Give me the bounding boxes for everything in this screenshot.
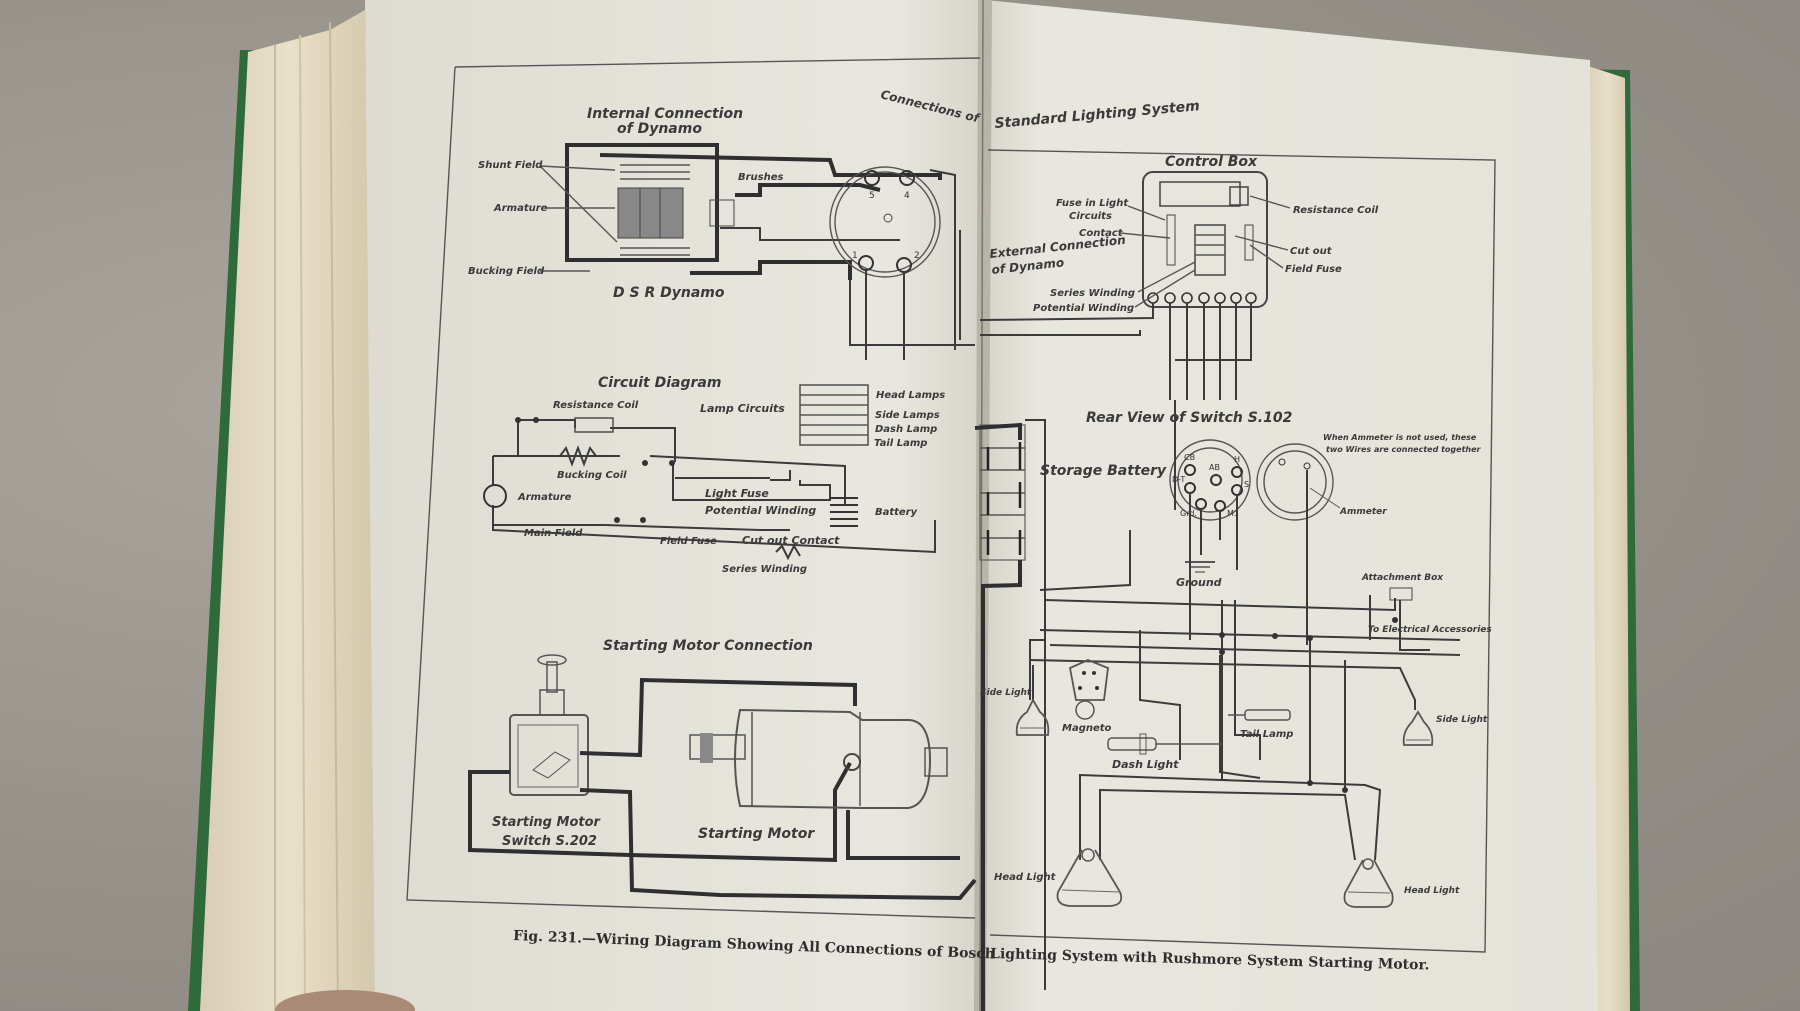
ammeter-label: Ammeter (1339, 507, 1387, 517)
ammeter-note-1: When Ammeter is not used, these (1323, 433, 1477, 442)
terminal-5 (864, 170, 880, 186)
term-num-1: 1 (852, 251, 858, 261)
dynamo-name: D S R Dynamo (613, 285, 725, 301)
term-num-4: 4 (904, 191, 910, 201)
label-armature: Armature (493, 203, 548, 214)
motor-label: Starting Motor (698, 826, 815, 842)
sw-term-h: H (1234, 455, 1240, 464)
circuit-diagram: Circuit Diagram Resistance Coil Lamp Cir… (483, 375, 945, 575)
cb-label-cut-out: Cut out (1290, 246, 1333, 257)
switch-diagram: Rear View of Switch S.102 Storage Batter… (1040, 400, 1492, 640)
side-light-left-symbol (1015, 698, 1050, 736)
head-light-left-symbol (1056, 848, 1123, 907)
cb-label-series-winding: Series Winding (1050, 288, 1135, 299)
cb-label-potential-winding: Potential Winding (1033, 303, 1134, 314)
magneto-label: Magneto (1062, 723, 1112, 734)
storage-battery-label: Storage Battery (1040, 463, 1167, 479)
head-light-left-label: Head Light (994, 872, 1057, 883)
label-shunt-field: Shunt Field (478, 160, 543, 171)
left-diagram-frame (406, 57, 981, 919)
dash-light-label: Dash Light (1112, 758, 1179, 771)
label-bucking-coil: Bucking Coil (557, 470, 627, 481)
accessories-label: To Electrical Accessories (1368, 625, 1492, 635)
head-light-right-label: Head Light (1404, 886, 1460, 896)
label-potential-winding: Potential Winding (705, 504, 816, 517)
dynamo-diagram: Internal Connection of Dynamo Shunt Fiel… (468, 106, 1126, 360)
right-page-edges (1585, 65, 1630, 1011)
side-light-right-symbol (1402, 710, 1434, 746)
battery-symbol (830, 497, 858, 527)
magneto-symbol (1068, 659, 1109, 720)
term-num-5: 5 (869, 191, 875, 201)
lamp-wiring (1029, 530, 1461, 861)
lamp-tail: Tail Lamp (874, 438, 927, 449)
label-light-fuse: Light Fuse (705, 487, 769, 500)
cb-label-fuse-2: Circuits (1069, 211, 1112, 222)
attachment-box-label: Attachment Box (1361, 573, 1444, 583)
head-light-right-symbol (1343, 858, 1394, 908)
cb-label-contact: Contact (1079, 228, 1124, 239)
sw-term-ab: AB (1209, 463, 1220, 472)
cb-label-field-fuse: Field Fuse (1285, 264, 1342, 275)
gutter (974, 0, 992, 1011)
terminal-4 (899, 170, 915, 186)
label-brushes: Brushes (738, 172, 784, 183)
lamp-dash: Dash Lamp (875, 424, 937, 435)
tail-lamp-label: Tail Lamp (1240, 729, 1293, 740)
cb-label-resistance: Resistance Coil (1293, 205, 1379, 216)
starting-title: Starting Motor Connection (603, 638, 813, 654)
thumb (275, 990, 415, 1011)
label-battery: Battery (875, 507, 918, 518)
label-lamp-circuits: Lamp Circuits (700, 402, 785, 415)
switch-label-2: Switch S.202 (502, 834, 597, 849)
lamp-head: Head Lamps (876, 390, 945, 401)
circuit-title: Circuit Diagram (598, 375, 721, 391)
dynamo-title-1: Internal Connection (587, 106, 743, 122)
tail-lamp-symbol (1228, 709, 1291, 721)
right-page (978, 0, 1598, 1011)
control-box-terminals (1147, 292, 1257, 304)
left-page-edges (200, 10, 380, 1011)
left-page (365, 0, 985, 1011)
lamp-side: Side Lamps (875, 410, 940, 421)
label-series-winding-circuit: Series Winding (722, 564, 807, 575)
sw-term-cb: CB (1184, 453, 1195, 462)
storage-battery-bank (974, 419, 1046, 1011)
control-box-title: Control Box (1165, 154, 1258, 170)
label-cut-out-contact: Cut out Contact (742, 534, 840, 547)
ammeter (1256, 443, 1334, 521)
label-main-field: Main Field (524, 528, 583, 539)
side-light-right-label: Side Light (1436, 715, 1488, 725)
term-num-2: 2 (914, 251, 920, 261)
dynamo-title-2: of Dynamo (617, 121, 702, 137)
label-armature-circuit: Armature (517, 492, 572, 503)
switch-title: Rear View of Switch S.102 (1086, 410, 1292, 426)
sw-term-m: M. (1227, 509, 1236, 518)
control-box-diagram: Control Box Fuse in Light Circuits Conta… (979, 154, 1379, 400)
label-resistance-coil: Resistance Coil (553, 400, 639, 411)
sw-term-grd: Grd. (1180, 509, 1197, 518)
right-diagram-frame (987, 149, 1496, 953)
label-field-fuse: Field Fuse (660, 536, 717, 547)
sw-term-dt: D-T (1172, 475, 1185, 484)
cb-label-fuse-1: Fuse in Light (1056, 198, 1129, 209)
sw-term-s: S (1244, 480, 1249, 489)
side-light-left-label: Side Light (980, 688, 1032, 698)
ground-label: Ground (1176, 576, 1222, 589)
dash-light-symbol (1107, 733, 1222, 755)
ammeter-note-2: two Wires are connected together (1326, 445, 1482, 454)
starting-motor-diagram: Starting Motor Connection Starting Motor… (468, 638, 977, 901)
label-bucking-field: Bucking Field (468, 266, 545, 277)
switch-label-1: Starting Motor (492, 815, 602, 830)
